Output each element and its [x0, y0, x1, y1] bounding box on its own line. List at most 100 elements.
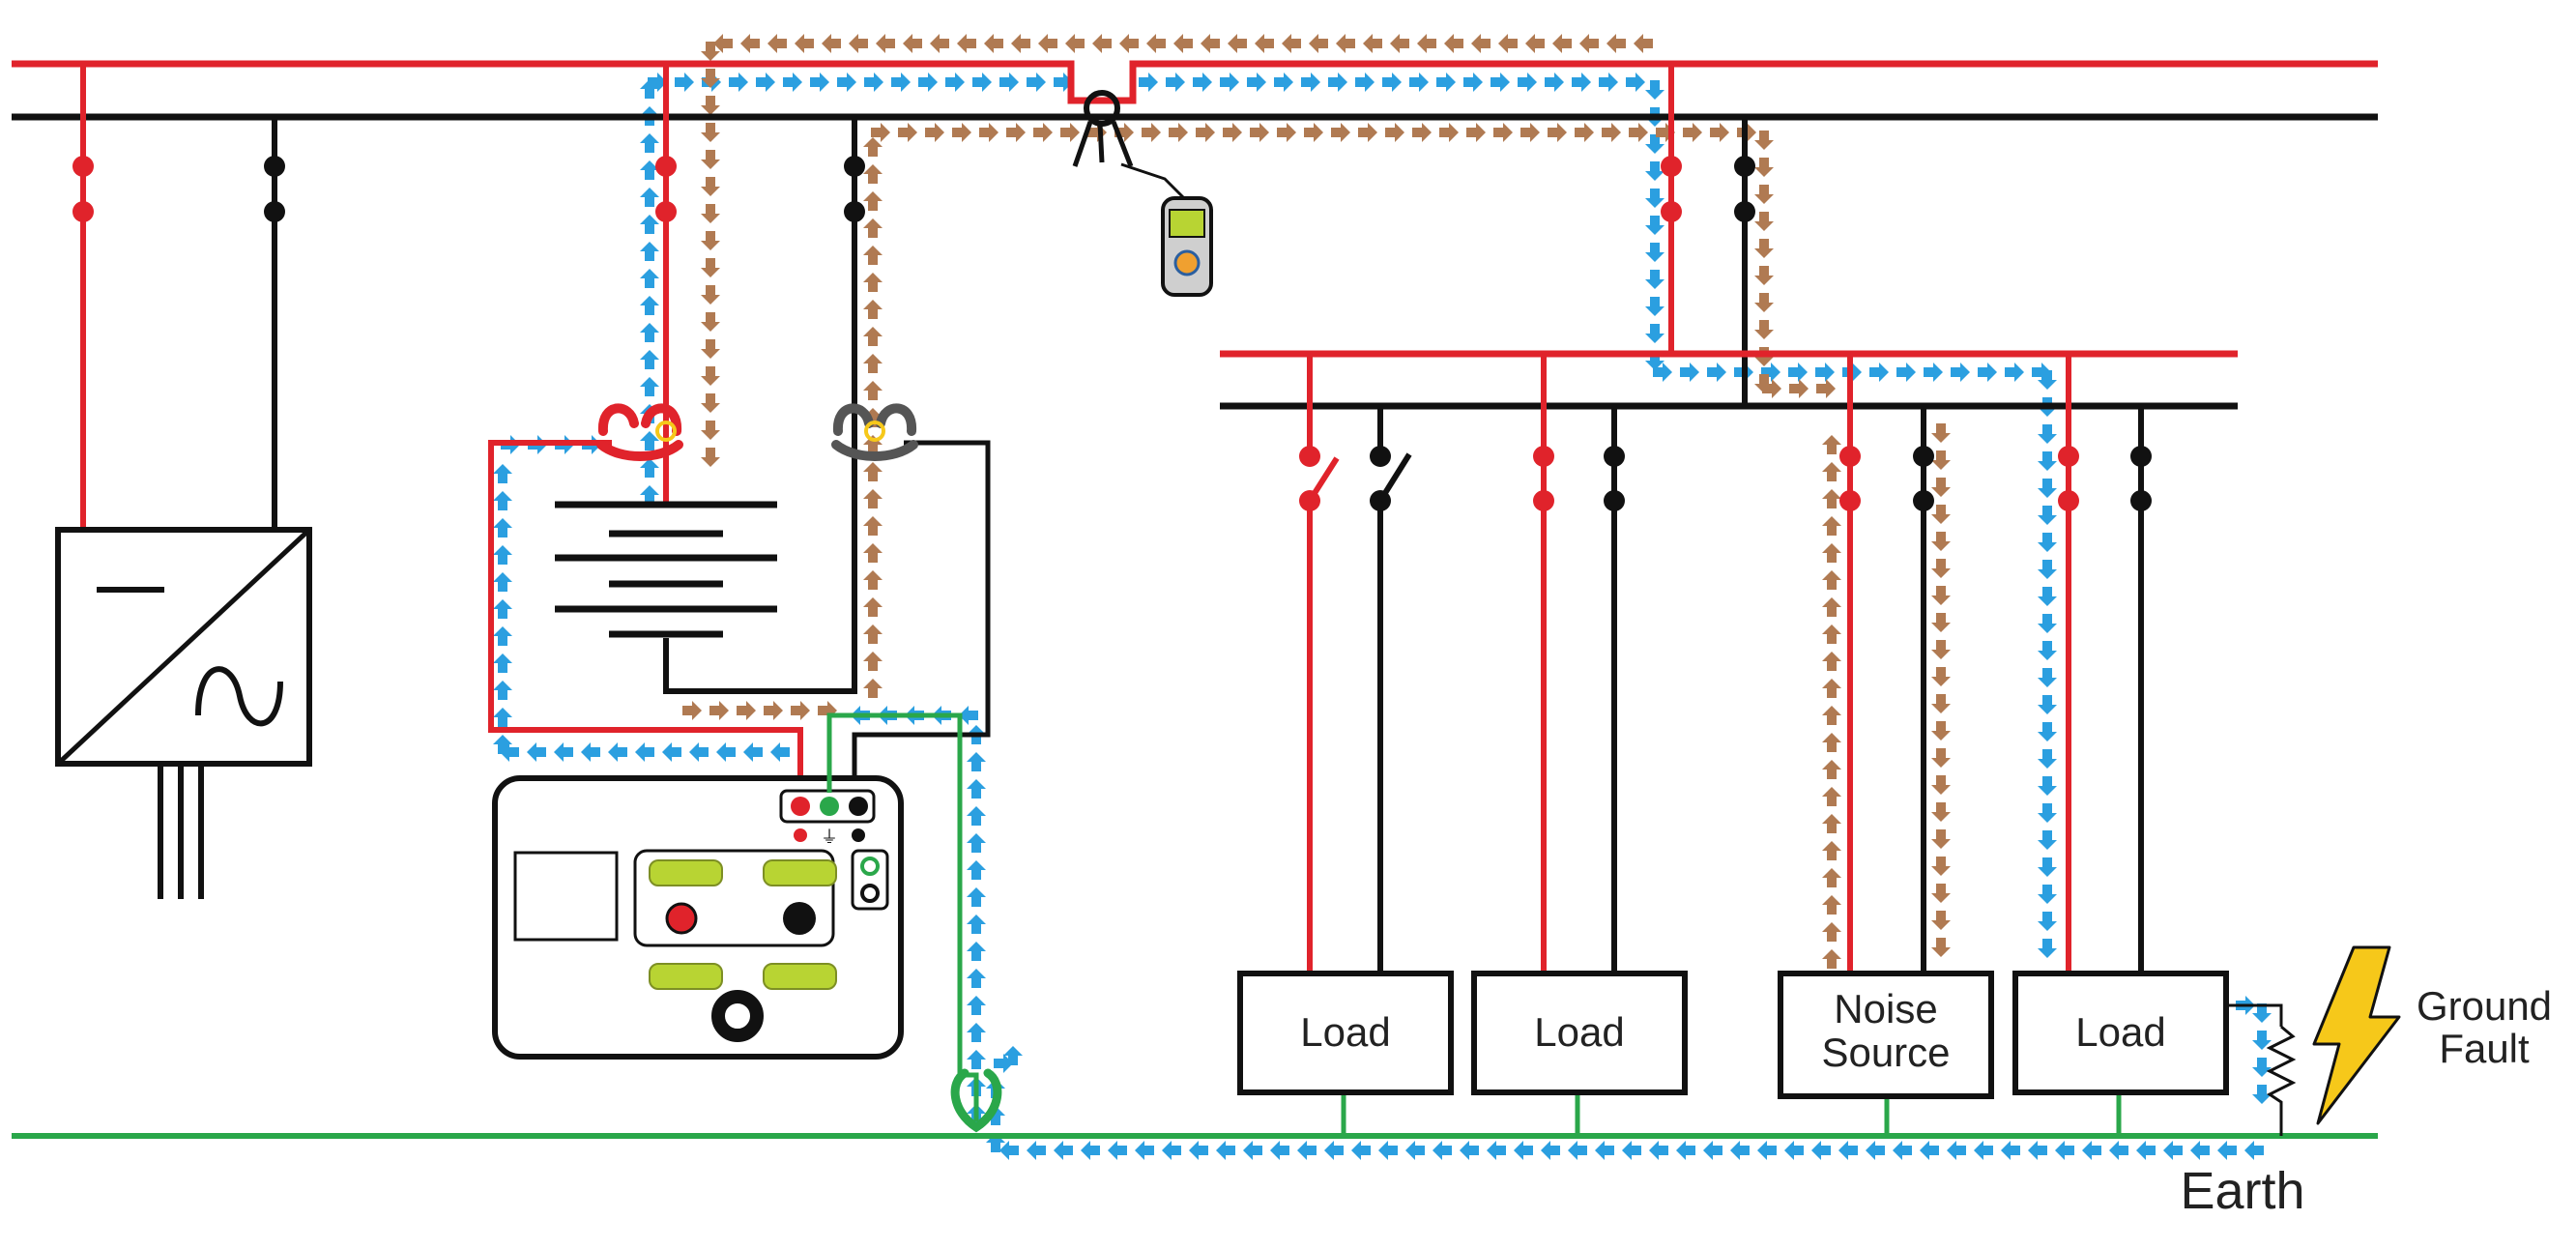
return-current-arrow [1931, 423, 1951, 443]
injected-current-arrow [2109, 1141, 2128, 1160]
return-current-arrow [1931, 884, 1951, 903]
injected-current-arrow [1703, 1141, 1722, 1160]
return-current-arrow [701, 123, 720, 142]
return-current-arrow [1822, 868, 1841, 887]
return-current-arrow [1931, 613, 1951, 632]
return-current-arrow [1439, 123, 1459, 142]
return-current-arrow [767, 34, 787, 53]
return-current-arrow [1250, 123, 1269, 142]
return-current-arrow [1006, 123, 1026, 142]
injected-current-arrow [640, 188, 659, 207]
injected-current-arrow [1645, 161, 1664, 181]
return-current-arrow [1822, 787, 1841, 806]
injected-current-arrow [1220, 73, 1239, 92]
injected-current-arrow [2038, 749, 2057, 769]
return-current-arrow [1173, 34, 1193, 53]
injected-current-arrow [1433, 1141, 1452, 1160]
injected-current-arrow [1081, 1141, 1100, 1160]
injected-current-arrow [972, 73, 992, 92]
clamp-icon [831, 403, 918, 461]
injected-current-arrow [1351, 1141, 1371, 1160]
injected-current-arrow [1838, 1141, 1858, 1160]
injected-current-arrow [493, 572, 512, 592]
injected-current-arrow [640, 458, 659, 478]
return-current-arrow [1092, 34, 1112, 53]
injected-current-arrow [1491, 73, 1510, 92]
return-current-arrow [1822, 462, 1841, 481]
return-current-arrow [1358, 123, 1377, 142]
injected-current-arrow [1645, 270, 1664, 289]
earth-lead [826, 712, 979, 1121]
return-current-arrow [1822, 679, 1841, 698]
injected-current-arrow [1951, 363, 1970, 382]
injected-current-arrow [635, 742, 654, 762]
return-current-arrow [1822, 895, 1841, 915]
return-current-arrow [1575, 123, 1594, 142]
injected-current-arrow [1108, 1141, 1127, 1160]
injected-current-arrow [837, 73, 856, 92]
injected-current-arrow [527, 742, 546, 762]
return-current-arrow [930, 34, 949, 53]
injected-current-arrow [1247, 73, 1266, 92]
injected-current-arrow [967, 806, 986, 826]
return-current-arrow [1822, 570, 1841, 590]
return-current-arrow [863, 597, 883, 617]
return-current-arrow [1309, 34, 1328, 53]
return-current-arrow [1754, 158, 1774, 177]
return-current-arrow [1822, 922, 1841, 942]
load-label: Load [1300, 1009, 1390, 1055]
return-current-arrow [701, 177, 720, 196]
return-current-arrow [822, 34, 841, 53]
injected-current-arrow [2082, 1141, 2101, 1160]
switch-icon [1377, 452, 1412, 503]
ground-fault: Ground Fault [2226, 945, 2552, 1136]
return-current-arrow [1754, 185, 1774, 204]
return-current-arrow [1754, 239, 1774, 258]
injected-current-arrow [2038, 560, 2057, 579]
return-current-arrow [1754, 293, 1774, 312]
return-current-arrow [1417, 34, 1436, 53]
injected-current-arrow [493, 491, 512, 510]
injected-current-arrow [1514, 1141, 1533, 1160]
load-label: Load [1534, 1009, 1624, 1055]
return-current-arrow [1201, 34, 1220, 53]
return-current-arrow [701, 69, 720, 88]
return-current-arrow [1277, 123, 1296, 142]
return-current-arrow [863, 300, 883, 319]
injected-current-arrow [2163, 1141, 2183, 1160]
return-current-arrow [925, 123, 944, 142]
ground-fault-label-line2: Fault [2439, 1026, 2530, 1071]
injected-current-arrow [1054, 1141, 1073, 1160]
handheld-meter-icon [1072, 90, 1213, 297]
injected-current-arrow [2038, 722, 2057, 741]
injected-current-arrow [1893, 1141, 1912, 1160]
return-current-arrow [1385, 123, 1404, 142]
injected-current-arrow [1645, 324, 1664, 343]
injected-current-arrow [1572, 73, 1591, 92]
fault-resistor-icon [2266, 1025, 2297, 1136]
injected-current-arrow [2038, 830, 2057, 850]
injected-current-arrow [2038, 857, 2057, 877]
return-current-arrow [984, 34, 1003, 53]
injected-current-arrow [2038, 939, 2057, 958]
return-current-arrow [1634, 34, 1653, 53]
injected-current-arrow [967, 996, 986, 1015]
return-current-arrow [957, 34, 976, 53]
return-current-arrow [1228, 34, 1247, 53]
injected-current-arrow [1355, 73, 1375, 92]
injected-current-arrow [1924, 363, 1943, 382]
injected-current-arrow [1487, 1141, 1506, 1160]
injected-current-arrow [2038, 479, 2057, 498]
return-current-arrow [1931, 586, 1951, 605]
return-current-arrow [1789, 379, 1809, 398]
injected-current-arrow [967, 779, 986, 799]
return-current-arrow [1822, 814, 1841, 833]
injected-current-arrow [2001, 1141, 2020, 1160]
injected-current-arrow [729, 73, 748, 92]
load-feeders [1299, 354, 2152, 973]
injected-current-arrow [648, 73, 667, 92]
injected-current-arrow [640, 485, 659, 505]
return-current-arrow [1931, 667, 1951, 686]
return-current-arrow [1931, 748, 1951, 768]
injected-current-arrow [1811, 1141, 1831, 1160]
